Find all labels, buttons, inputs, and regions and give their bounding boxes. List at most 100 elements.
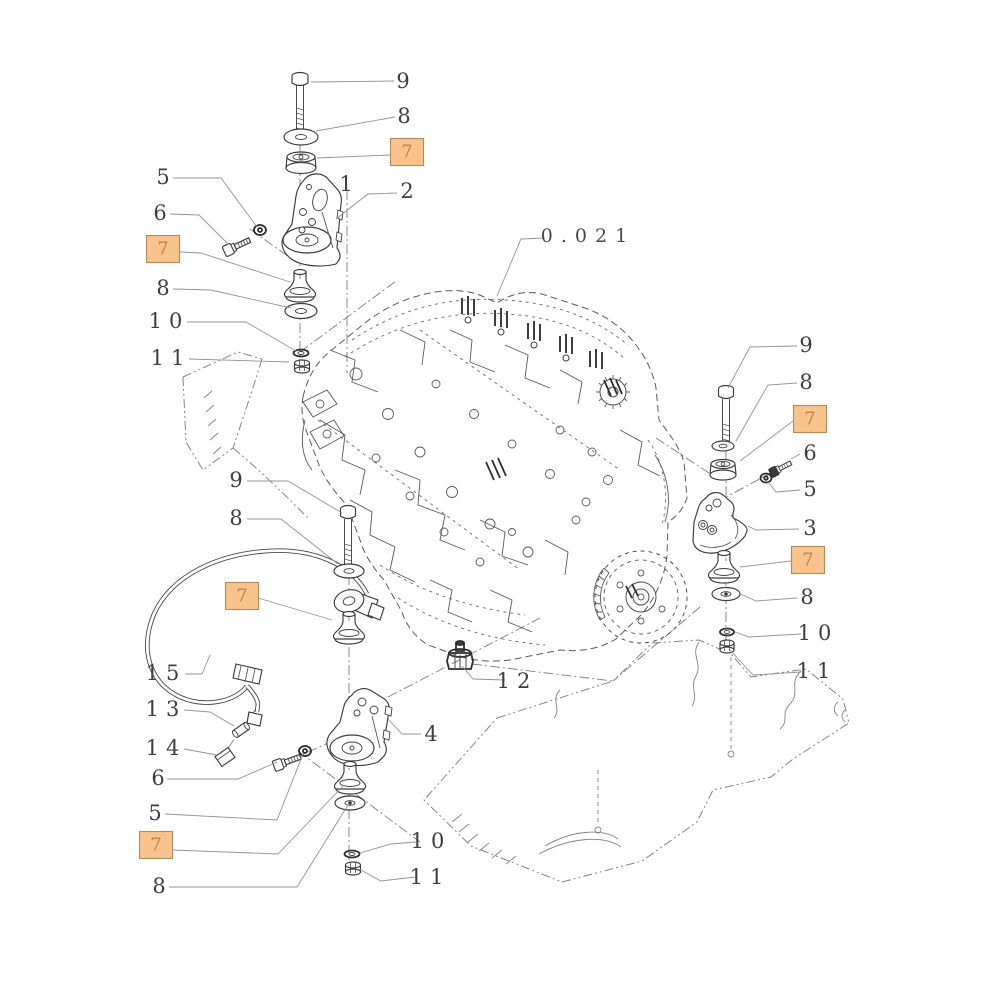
washer-8-right-top <box>711 440 735 452</box>
mount-7-top <box>285 151 317 175</box>
leader-line <box>359 841 417 854</box>
callout-5: 5 <box>148 801 161 825</box>
washer-8-top <box>283 128 319 146</box>
callout-11: 11 <box>410 865 451 889</box>
leader-line <box>183 709 235 727</box>
highlight-box-7 <box>138 830 174 860</box>
callout-1: 1 <box>339 172 352 196</box>
bracket-3 <box>692 492 748 554</box>
callout-7: 7 <box>157 239 168 260</box>
leader-line <box>316 154 391 159</box>
leader-line <box>387 718 421 735</box>
nut-11-bottom <box>344 861 362 876</box>
callout-8: 8 <box>799 370 812 394</box>
callout-5: 5 <box>803 477 816 501</box>
section-label: 0.021 <box>541 225 635 247</box>
leader-line <box>747 525 800 531</box>
leader-line <box>461 665 506 681</box>
leader-line <box>173 177 258 228</box>
leader-line <box>247 480 343 514</box>
bolt-6-bottom <box>271 753 302 772</box>
leader-line <box>310 80 395 83</box>
washer-10-right <box>719 627 735 637</box>
washer-10-bottom <box>343 849 361 859</box>
mount-7-right-lower <box>707 549 741 584</box>
engine-detail <box>301 329 669 646</box>
hose-15 <box>145 548 370 727</box>
washer-8-right-lower <box>711 586 741 602</box>
leader-line <box>335 192 398 220</box>
callout-9: 9 <box>396 69 409 93</box>
callout-6: 6 <box>153 201 166 225</box>
callout-9: 9 <box>799 333 812 357</box>
mount-7-right-upper <box>709 458 737 481</box>
leader-line <box>729 649 802 676</box>
highlight-box-7 <box>389 137 425 167</box>
nut-5-bottom <box>298 745 312 757</box>
callout-12: 12 <box>497 669 538 693</box>
bolt-9-right <box>717 384 735 446</box>
mount-7-left <box>283 268 317 303</box>
injector-row <box>461 296 603 369</box>
callout-10: 10 <box>411 829 452 853</box>
callout-10: 10 <box>149 309 190 333</box>
callout-10: 10 <box>798 621 839 645</box>
leader-line <box>169 213 228 244</box>
leader-line <box>767 481 801 493</box>
leader-line <box>164 753 304 821</box>
leader-line <box>727 345 798 389</box>
washer-10-left <box>292 348 310 358</box>
leader-line <box>257 597 333 621</box>
highlight-box-7 <box>792 404 828 434</box>
callout-11: 11 <box>151 346 192 370</box>
engine-illustration <box>301 290 688 662</box>
washer-8-bottom-top <box>333 563 365 579</box>
leader-line <box>358 868 416 882</box>
callout-2: 2 <box>400 179 413 203</box>
phantom-mounting-plate <box>182 351 309 519</box>
callout-8: 8 <box>156 276 169 300</box>
fitting-14 <box>214 746 236 768</box>
leader-line <box>167 761 278 780</box>
callout-9: 9 <box>229 468 242 492</box>
callout-7: 7 <box>150 835 161 856</box>
leader-line <box>790 453 801 460</box>
callout-15: 15 <box>146 661 187 685</box>
callout-8: 8 <box>397 104 410 128</box>
callout-6: 6 <box>803 441 816 465</box>
bracket-4 <box>326 688 393 767</box>
callout-7: 7 <box>802 550 813 571</box>
washer-8-bottom-lower <box>334 795 366 811</box>
nut-11-left <box>293 359 311 374</box>
leader-line <box>734 631 802 638</box>
nut-11-right <box>719 639 735 654</box>
phantom-subframe <box>423 639 850 883</box>
leader-line <box>188 358 290 363</box>
callout-5: 5 <box>156 165 169 189</box>
leader-line <box>315 116 396 132</box>
leader-line <box>735 382 798 442</box>
callout-7: 7 <box>804 409 815 430</box>
leader-line <box>171 784 345 855</box>
plug-12 <box>446 640 474 670</box>
highlight-box-7 <box>224 581 260 611</box>
leader-line <box>179 251 291 283</box>
fitting-13 <box>231 721 251 739</box>
leader-line <box>169 804 349 888</box>
leader-line <box>183 748 218 756</box>
callout-7: 7 <box>401 142 412 163</box>
highlight-box-7 <box>145 234 181 264</box>
leader-line <box>496 237 546 297</box>
nut-5-left <box>253 224 267 236</box>
callout-4: 4 <box>424 722 437 746</box>
leader-line <box>247 518 339 565</box>
highlight-box-7 <box>790 545 826 575</box>
mount-7-bottom-upper <box>332 610 366 645</box>
callout-3: 3 <box>803 516 816 540</box>
callout-13: 13 <box>146 697 187 721</box>
callout-8: 8 <box>229 506 242 530</box>
leader-line <box>185 654 211 675</box>
